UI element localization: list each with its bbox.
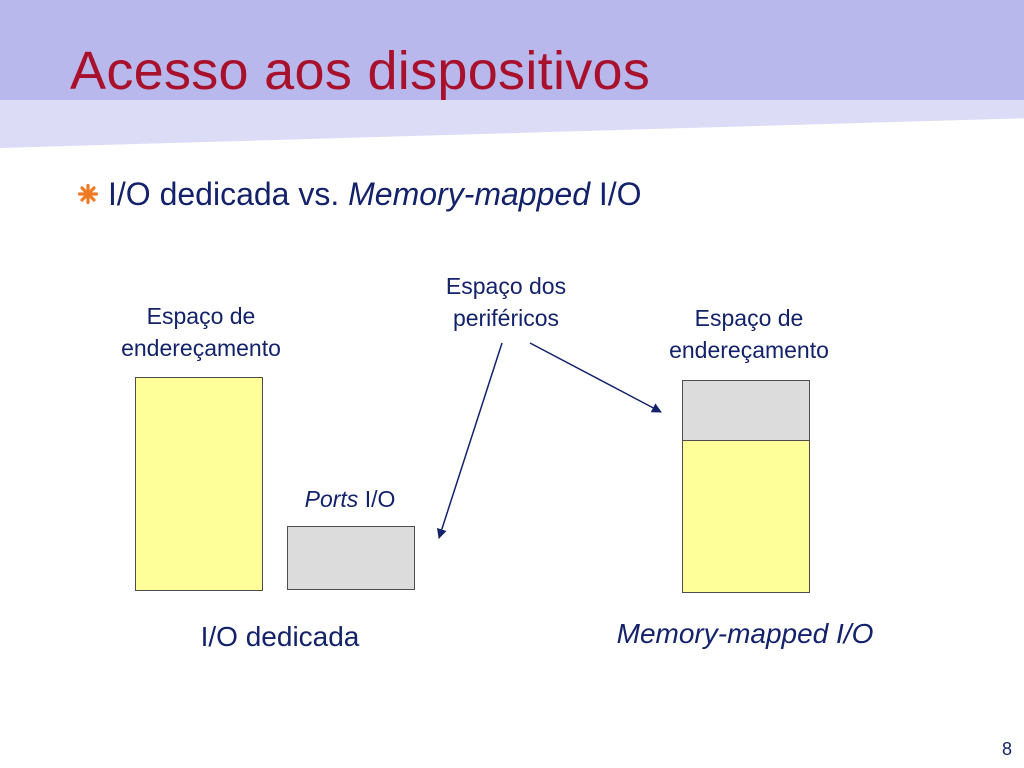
bullet-text-plain: I/O dedicada vs. — [108, 175, 349, 212]
left-address-space-line1: Espaço de — [146, 303, 256, 329]
peripheral-space-label: Espaço dos periféricos — [426, 270, 586, 334]
asterisk-bullet-icon — [77, 183, 99, 205]
bullet-text-italic: Memory-mapped — [348, 175, 590, 212]
dedicated-io-caption: I/O dedicada — [200, 621, 360, 652]
bullet-text-suffix: I/O — [589, 175, 642, 212]
left-address-space-line2: endereçamento — [121, 335, 281, 361]
memory-mapped-io-caption-text: Memory-mapped I/O — [616, 618, 874, 649]
peripheral-space-label-line2: periféricos — [452, 305, 560, 331]
ports-io-label: Ports I/O — [290, 483, 410, 515]
header-band — [0, 0, 1024, 100]
bullet-text: I/O dedicada vs. Memory-mapped I/O — [108, 176, 642, 213]
slide-title: Acesso aos dispositivos — [70, 41, 651, 101]
right-address-space-label: Espaço de endereçamento — [644, 302, 854, 366]
peripheral-space-label-line1: Espaço dos — [445, 273, 567, 299]
right-address-space-line1: Espaço de — [694, 305, 804, 331]
page-number: 8 — [1001, 739, 1012, 759]
memory-mapped-io-caption: Memory-mapped I/O — [570, 617, 920, 651]
arrow-to-ports-io — [437, 342, 503, 539]
left-memory-address-block — [135, 377, 263, 591]
right-address-space-line2: endereçamento — [669, 337, 829, 363]
ports-io-italic: Ports — [304, 486, 359, 512]
ports-io-suffix: I/O — [358, 486, 396, 512]
arrow-to-mapped-region — [529, 342, 662, 413]
left-address-space-label: Espaço de endereçamento — [96, 300, 306, 364]
bullet-item: I/O dedicada vs. Memory-mapped I/O — [77, 170, 642, 218]
io-ports-block — [287, 526, 415, 590]
right-memory-region-block — [682, 440, 810, 593]
mapped-io-region-block — [682, 380, 810, 442]
